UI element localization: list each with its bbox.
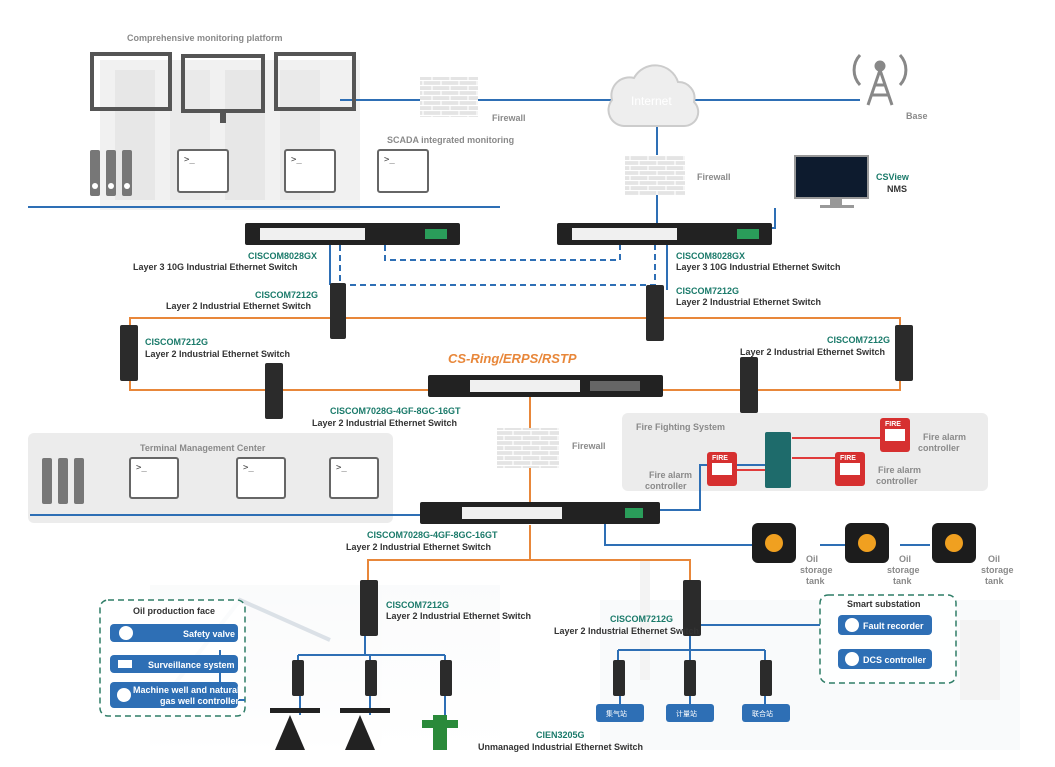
platform-monitors <box>90 52 356 123</box>
core-right-model: CISCOM8028GX <box>676 251 745 261</box>
l2-model-3: CISCOM7212G <box>145 337 208 347</box>
fault-recorder-label: Fault recorder <box>863 621 924 631</box>
firewall-icon-top <box>420 77 478 117</box>
l2-model-2: CISCOM7212G <box>676 286 739 296</box>
substation-buttons <box>838 615 932 669</box>
tank2-l3: tank <box>893 576 913 586</box>
server-icons-top <box>90 150 132 196</box>
l2-model-1: CISCOM7212G <box>255 290 318 300</box>
tank2-l1: Oil <box>899 554 911 564</box>
agg-switch-upper <box>428 375 663 397</box>
tank1-l1: Oil <box>806 554 818 564</box>
well-controller-line1: Machine well and natural <box>133 685 240 695</box>
scada-label: SCADA integrated monitoring <box>387 135 514 145</box>
agg-switch-lower <box>420 502 660 524</box>
fire-alarm-2-line1: Fire alarm <box>878 465 921 475</box>
terminal-center-devices: >_ >_ >_ <box>42 457 379 504</box>
tank-labels: Oil storage tank Oil storage tank Oil st… <box>800 554 1014 586</box>
substation-title: Smart substation <box>847 599 921 609</box>
l2-desc-4: Layer 2 Industrial Ethernet Switch <box>740 347 885 357</box>
station-2-label: 计量站 <box>676 709 697 718</box>
fire-sign-1: FIRE <box>712 455 728 462</box>
oil-face-buttons <box>110 624 238 708</box>
fire-alarm-1-line1: Fire alarm <box>649 470 692 480</box>
fire-alarm-3-line2: controller <box>918 443 960 453</box>
svg-text:>_: >_ <box>184 155 195 165</box>
internet-label: Internet <box>631 94 672 108</box>
dashed-links <box>339 245 656 286</box>
platform-label: Comprehensive monitoring platform <box>127 33 283 43</box>
agg-lower-model: CISCOM7028G-4GF-8GC-16GT <box>367 530 498 540</box>
red-links <box>735 437 880 471</box>
surveillance-label: Surveillance system <box>148 660 235 670</box>
workstations-top <box>177 149 429 193</box>
core-left-desc: Layer 3 10G Industrial Ethernet Switch <box>133 262 298 272</box>
fire-alarm-3-line1: Fire alarm <box>923 432 966 442</box>
firewall-label-top: Firewall <box>492 113 526 123</box>
l2-desc-station: Layer 2 Industrial Ethernet Switch <box>554 626 699 636</box>
terminal-center-panel <box>28 433 393 523</box>
svg-text:>_: >_ <box>336 463 347 473</box>
svg-text:>_: >_ <box>384 155 395 165</box>
firewall-icon-middle <box>497 428 559 468</box>
firewall-icon-right <box>625 155 685 195</box>
tank3-l1: Oil <box>988 554 1000 564</box>
agg-upper-desc: Layer 2 Industrial Ethernet Switch <box>312 418 457 428</box>
nms-sub: NMS <box>887 184 907 194</box>
din-switches <box>120 283 913 636</box>
oil-face-title: Oil production face <box>133 606 215 616</box>
svg-text:>_: >_ <box>136 463 147 473</box>
l2-desc-oil: Layer 2 Industrial Ethernet Switch <box>386 611 531 621</box>
l2-model-oil: CISCOM7212G <box>386 600 449 610</box>
l2-desc-2: Layer 2 Industrial Ethernet Switch <box>676 297 821 307</box>
unmanaged-desc: Unmanaged Industrial Ethernet Switch <box>478 742 643 752</box>
tank3-l2: storage <box>981 565 1014 575</box>
terminal-center-title: Terminal Management Center <box>140 443 266 453</box>
l2-desc-3: Layer 2 Industrial Ethernet Switch <box>145 349 290 359</box>
core-switch-right <box>557 223 772 245</box>
prompt-glyphs-top: >_ >_ >_ <box>184 155 395 165</box>
tank1-l3: tank <box>806 576 826 586</box>
agg-upper-model: CISCOM7028G-4GF-8GC-16GT <box>330 406 461 416</box>
dcs-controller-label: DCS controller <box>863 655 927 665</box>
agg-lower-desc: Layer 2 Industrial Ethernet Switch <box>346 542 491 552</box>
base-label: Base <box>906 111 928 121</box>
safety-valve-label: Safety valve <box>183 629 235 639</box>
ring-label: CS-Ring/ERPS/RSTP <box>448 351 577 366</box>
tank2-l2: storage <box>887 565 920 575</box>
station-3-label: 联合站 <box>752 709 773 718</box>
internet-cloud-icon <box>607 64 700 128</box>
fire-alarm-2-line2: controller <box>876 476 918 486</box>
firewall-label-middle: Firewall <box>572 441 606 451</box>
fire-title: Fire Fighting System <box>636 422 725 432</box>
station-buttons <box>596 704 790 722</box>
nms-name: CSView <box>876 172 910 182</box>
firewall-label-right: Firewall <box>697 172 731 182</box>
l2-model-4: CISCOM7212G <box>827 335 890 345</box>
blue-links <box>28 99 930 715</box>
core-switch-left <box>245 223 460 245</box>
svg-text:>_: >_ <box>291 155 302 165</box>
station-1-label: 集气站 <box>606 709 627 718</box>
svg-text:>_: >_ <box>243 463 254 473</box>
fire-alarm-devices <box>707 418 910 486</box>
l2-desc-1: Layer 2 Industrial Ethernet Switch <box>166 301 311 311</box>
base-tower-icon <box>852 53 908 106</box>
tank1-l2: storage <box>800 565 833 575</box>
oil-tanks <box>752 523 976 563</box>
fire-sign-3: FIRE <box>885 421 901 428</box>
core-left-model: CISCOM8028GX <box>248 251 317 261</box>
tank3-l3: tank <box>985 576 1005 586</box>
pumpjack-icons <box>270 708 458 750</box>
unmanaged-switches <box>292 660 772 696</box>
nms-monitor-icon <box>794 155 869 208</box>
unmanaged-model: CIEN3205G <box>536 730 585 740</box>
well-controller-line2: gas well controller <box>160 696 240 706</box>
core-right-desc: Layer 3 10G Industrial Ethernet Switch <box>676 262 841 272</box>
l2-model-station: CISCOM7212G <box>610 614 673 624</box>
fire-alarm-1-line2: controller <box>645 481 687 491</box>
fire-sign-2: FIRE <box>840 455 856 462</box>
